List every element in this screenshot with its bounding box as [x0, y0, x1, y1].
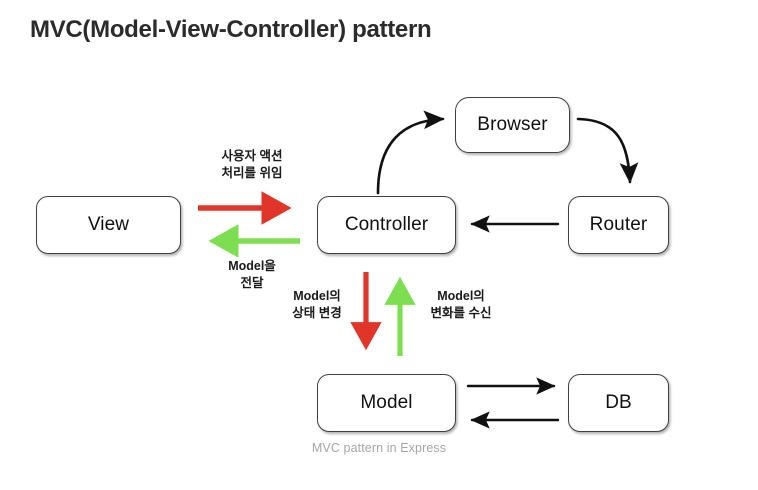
node-view-label: View — [87, 214, 130, 235]
node-view[interactable]: View — [36, 196, 181, 254]
edge-browser-to-router — [576, 117, 639, 184]
edge-label-model-to-controller: Model의 변화를 수신 — [430, 289, 492, 321]
node-browser[interactable]: Browser — [455, 97, 570, 153]
node-controller[interactable]: Controller — [317, 196, 456, 254]
edge-label-controller-to-view: Model을 전달 — [228, 259, 276, 291]
node-router-label: Router — [589, 214, 648, 235]
node-model-label: Model — [360, 392, 413, 413]
edge-label-controller-to-model: Model의 상태 변경 — [292, 289, 342, 321]
node-db-label: DB — [605, 392, 632, 413]
diagram-caption: MVC pattern in Express — [311, 441, 447, 455]
edge-label-view-to-controller: 사용자 액션 처리를 위임 — [221, 149, 283, 181]
node-browser-label: Browser — [477, 114, 548, 135]
edge-controller-to-browser — [376, 110, 445, 195]
node-router[interactable]: Router — [568, 196, 669, 254]
node-controller-label: Controller — [344, 214, 429, 235]
page-title: MVC(Model-View-Controller) pattern — [30, 16, 432, 43]
node-db[interactable]: DB — [568, 374, 669, 432]
node-model[interactable]: Model — [317, 374, 456, 432]
